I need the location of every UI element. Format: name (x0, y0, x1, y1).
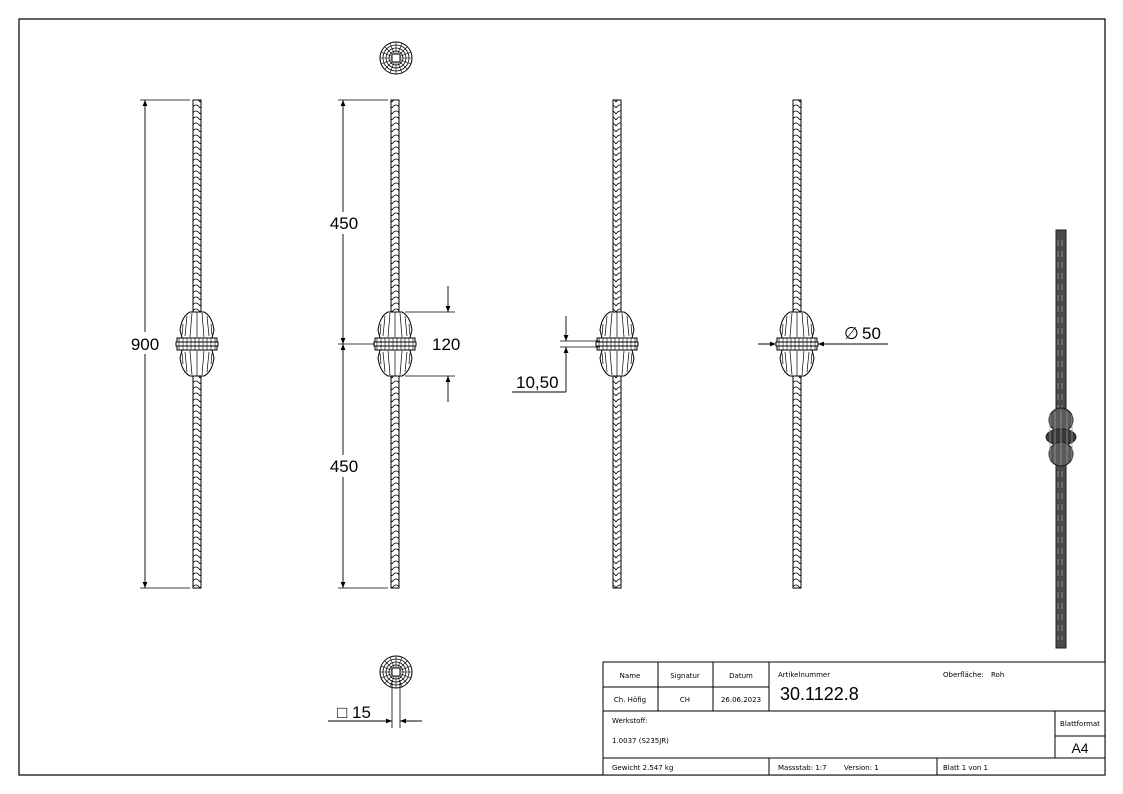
dim-lower-length: 450 (330, 457, 358, 476)
knot-ornament (595, 311, 639, 377)
bottom-view-rosette (379, 655, 413, 689)
bottom-view: □ 15 (328, 655, 422, 728)
material-label: Werkstoff: (612, 717, 648, 725)
sheet-format-value: A4 (1071, 740, 1088, 756)
value-name: Ch. Höfig (614, 696, 646, 704)
dim-bar-section: 15 (352, 703, 371, 722)
header-name: Name (620, 672, 641, 680)
sheet-format-label: Blattformat (1060, 720, 1100, 728)
knot-ornament (175, 311, 219, 377)
header-signature: Signatur (670, 672, 700, 680)
top-view-rosette (379, 41, 413, 75)
dim-upper-length: 450 (330, 214, 358, 233)
dim-overall-length: 900 (131, 335, 159, 354)
diameter-symbol: ∅ (844, 324, 859, 343)
article-number: 30.1122.8 (780, 684, 859, 704)
knot-ornament (373, 311, 417, 377)
square-symbol: □ (337, 703, 347, 722)
scale: Massstab: 1:7 (778, 764, 827, 772)
material-value: 1.0037 (S235JR) (612, 737, 669, 745)
title-block (602, 661, 1106, 776)
dim-ring-offset: 10,50 (516, 373, 559, 392)
view-front-1: 900 (126, 99, 219, 589)
knot-ornament (775, 311, 819, 377)
article-label: Artikelnummer (778, 671, 830, 679)
header-date: Datum (729, 672, 753, 680)
surface-label: Oberfläche: (943, 671, 984, 679)
view-front-2: 450 450 120 (326, 99, 460, 589)
weight: Gewicht 2.547 kg (612, 764, 673, 772)
value-date: 26.06.2023 (721, 696, 761, 704)
dim-knot-diameter: 50 (862, 324, 881, 343)
dim-knot-height: 120 (432, 335, 460, 354)
value-signature: CH (680, 696, 690, 704)
surface-value: Roh (991, 671, 1004, 679)
sheet-number: Blatt 1 von 1 (943, 764, 988, 772)
view-front-4: ∅ 50 (758, 99, 888, 589)
isometric-view (1045, 229, 1077, 649)
version: Version: 1 (844, 764, 879, 772)
view-front-3: 10,50 (512, 99, 639, 589)
